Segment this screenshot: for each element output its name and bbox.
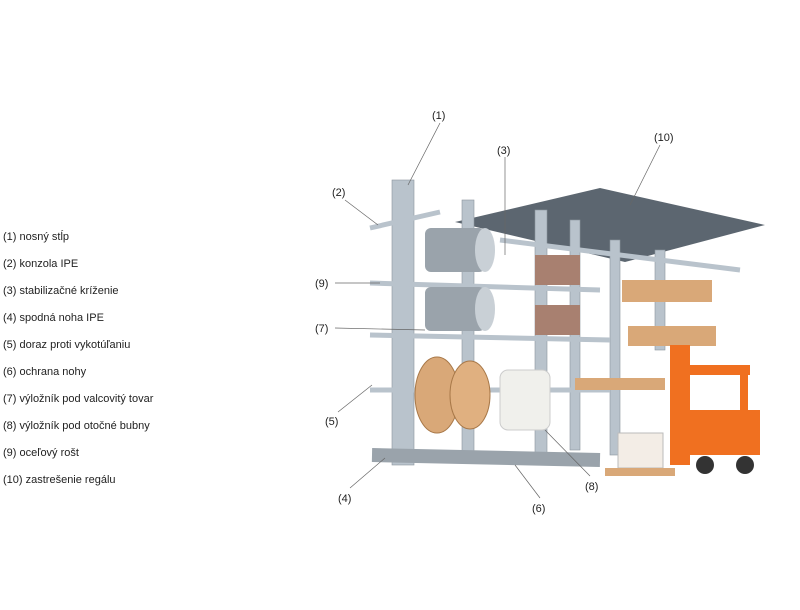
- forklift: [605, 345, 760, 476]
- callout-1: (1): [432, 110, 445, 122]
- arms: [369, 209, 741, 393]
- legend-item: (10) zastrešenie regálu: [3, 474, 116, 486]
- drums: [425, 228, 495, 331]
- legend-item: (1) nosný stĺp: [3, 231, 70, 243]
- roof: [455, 188, 765, 262]
- legend-item: (6) ochrana nohy: [3, 366, 87, 378]
- legend-item: (9) oceľový rošt: [3, 447, 79, 459]
- callout-4: (4): [338, 493, 351, 505]
- callout-7: (7): [315, 323, 328, 335]
- callout-6: (6): [532, 503, 545, 515]
- crate: [535, 305, 580, 335]
- legend-item: (8) výložník pod otočné bubny: [3, 420, 150, 432]
- callout-5: (5): [325, 416, 338, 428]
- legend-item: (3) stabilizačné kríženie: [3, 285, 119, 297]
- callout-9: (9): [315, 278, 328, 290]
- callout-10: (10): [654, 132, 674, 144]
- callout-3: (3): [497, 145, 510, 157]
- legend-item: (5) doraz proti vykotúľaniu: [3, 339, 131, 351]
- legend-item: (7) výložník pod valcovitý tovar: [3, 393, 154, 405]
- lumber: [575, 280, 716, 390]
- legend-item: (2) konzola IPE: [3, 258, 79, 270]
- legend: (1) nosný stĺp (2) konzola IPE (3) stabi…: [3, 230, 153, 500]
- base-leg: [371, 448, 601, 467]
- callout-8: (8): [585, 481, 598, 493]
- callout-2: (2): [332, 187, 345, 199]
- leader-lines: [334, 122, 661, 499]
- crate: [535, 255, 580, 285]
- legend-item: (4) spodná noha IPE: [3, 312, 104, 324]
- cable-reels: [414, 356, 551, 434]
